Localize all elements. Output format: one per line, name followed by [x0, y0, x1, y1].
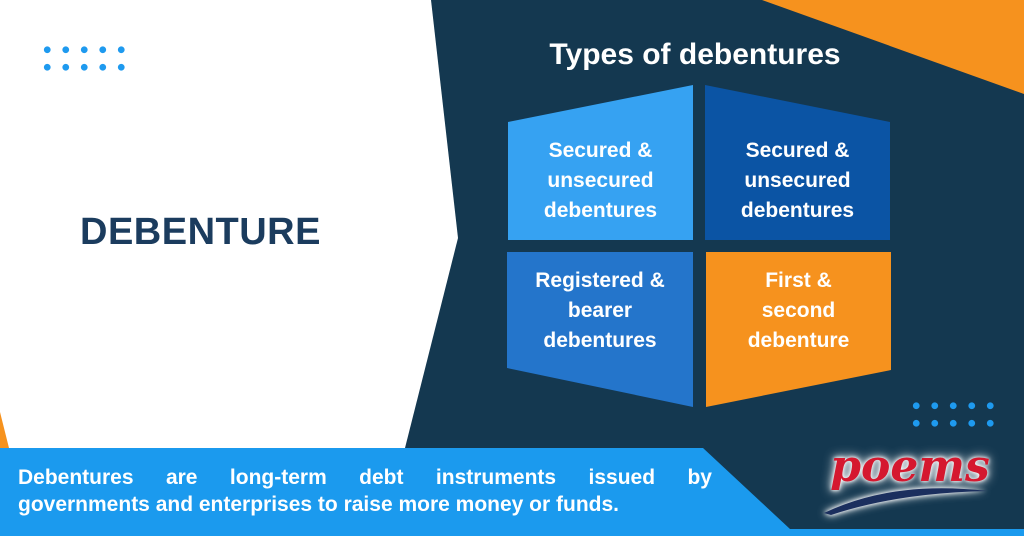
dot-grid-icon — [38, 41, 134, 78]
quadrant-bottom-left-label: Registered & bearer debentures — [507, 250, 693, 372]
label-line: debentures — [543, 329, 657, 352]
swoosh-path — [824, 488, 987, 515]
label-line: debenture — [747, 329, 850, 352]
quadrant-bottom-right-shape — [706, 252, 891, 407]
quadrant-top-left-shape — [508, 85, 693, 240]
label-line: Secured & — [548, 139, 653, 162]
banner-text-line1: Debentures are long-term debt instrument… — [18, 466, 712, 489]
label-line: second — [761, 299, 836, 322]
quadrant-top-left-label: Secured & unsecured debentures — [508, 122, 693, 240]
banner-text-line2: governments and enterprises to raise mor… — [18, 493, 619, 516]
orange-bottom-left-sliver — [0, 412, 9, 448]
poems-logo-text: poems — [830, 441, 990, 492]
label-line: bearer — [567, 299, 633, 322]
diagram-heading: Types of debentures — [549, 38, 841, 71]
quadrant-top-right-label: Secured & unsecured debentures — [705, 122, 890, 240]
label-line: debentures — [740, 199, 855, 222]
orange-corner-triangle — [762, 0, 1024, 94]
label-line: unsecured — [744, 169, 851, 192]
label-line: Secured & — [745, 139, 850, 162]
quadrant-bottom-left-shape — [507, 252, 693, 407]
page-title: DEBENTURE — [80, 211, 321, 253]
label-line: unsecured — [547, 169, 654, 192]
label-line: debentures — [543, 199, 658, 222]
quadrant-top-right-shape — [705, 85, 890, 240]
quadrant-bottom-right-label: First & second debenture — [706, 250, 891, 372]
dot-grid-icon — [907, 397, 1003, 434]
label-line: First & — [765, 269, 832, 292]
bottom-banner-shape — [0, 448, 1024, 536]
poems-logo-swoosh-icon — [824, 488, 987, 515]
white-left-panel — [0, 0, 458, 448]
label-line: Registered & — [535, 269, 665, 292]
